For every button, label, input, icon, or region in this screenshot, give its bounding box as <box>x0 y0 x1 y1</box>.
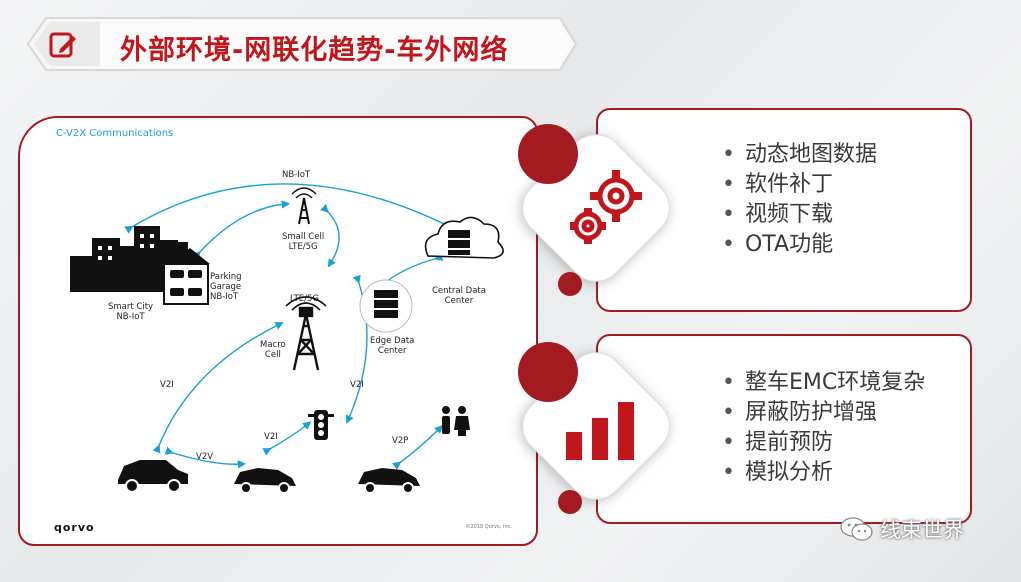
traffic-light-icon <box>308 410 334 440</box>
list-item: OTA功能 <box>722 230 877 260</box>
v2v-label: V2V <box>196 452 214 462</box>
list-item: 视频下载 <box>722 200 877 230</box>
pedestrians-icon <box>442 406 470 436</box>
title-bar: 外部环境-网联化趋势-车外网络 <box>20 14 580 74</box>
parking-garage-icon <box>163 248 210 305</box>
signal-badge <box>496 326 696 526</box>
copyright-text: ©2018 Qorvo, Inc. <box>465 524 512 530</box>
bar-signal-icon <box>566 402 634 460</box>
macro-cell-tower-icon <box>285 296 327 371</box>
emc-list: 整车EMC环境复杂 屏蔽防护增强 提前预防 模拟分析 <box>722 368 925 488</box>
data-services-list: 动态地图数据 软件补丁 视频下载 OTA功能 <box>722 140 877 260</box>
gears-badge <box>496 108 696 308</box>
watermark-text: 线束世界 <box>880 518 964 542</box>
c-v2x-diagram: C-V2X Communications <box>18 116 538 546</box>
v2p-label: V2P <box>392 436 409 446</box>
list-item: 软件补丁 <box>722 170 877 200</box>
cloud-data-center-icon <box>424 216 504 259</box>
v2i-mid-label: V2I <box>264 432 278 442</box>
title-banner-shape <box>26 17 578 71</box>
list-item: 屏蔽防护增强 <box>722 398 925 428</box>
diagram-heading: C-V2X Communications <box>56 128 174 139</box>
page-title: 外部环境-网联化趋势-车外网络 <box>120 35 509 66</box>
list-item: 整车EMC环境复杂 <box>722 368 925 398</box>
car-icons <box>118 460 420 494</box>
v2i-right-label: V2I <box>350 380 364 390</box>
lte5g-label: LTE/5G <box>290 294 319 304</box>
list-item: 提前预防 <box>722 428 925 458</box>
edge-data-center-icon <box>359 279 413 333</box>
v2i-left-label: V2I <box>160 380 174 390</box>
small-cell-tower-icon <box>291 187 317 225</box>
network-graphics <box>70 183 504 494</box>
edit-note-icon <box>48 30 78 60</box>
qorvo-logo: qorvo <box>54 521 95 534</box>
nbiot-label: NB-IoT <box>282 170 311 180</box>
list-item: 模拟分析 <box>722 458 925 488</box>
list-item: 动态地图数据 <box>722 140 877 170</box>
wechat-icon <box>840 516 874 542</box>
